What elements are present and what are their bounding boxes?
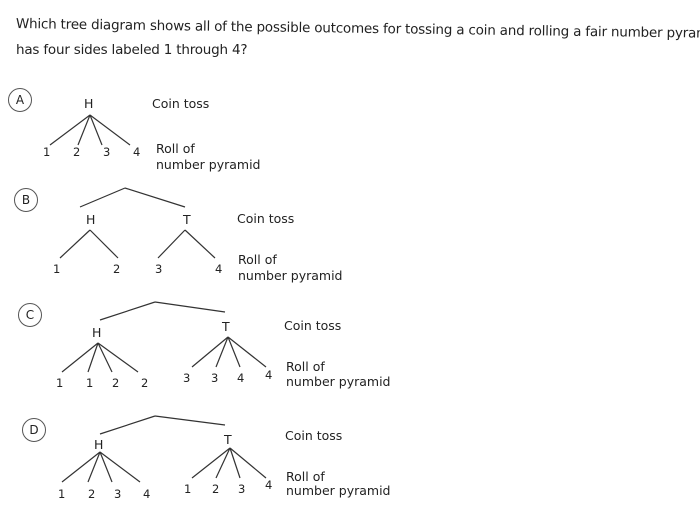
branch — [59, 229, 91, 259]
tree-a-outcome: 2 — [73, 145, 81, 159]
tree-c-lines — [61, 301, 267, 373]
tree-b-coin-label: Coin toss — [237, 211, 295, 226]
branch — [99, 301, 156, 321]
tree-d-outcome: 3 — [114, 487, 122, 501]
tree-c-outcome: 3 — [183, 371, 191, 385]
tree-b-outcome: 1 — [53, 262, 61, 276]
tree-b-heads: H — [86, 212, 96, 227]
tree-b-tails: T — [183, 212, 191, 227]
tree-d-tails: T — [224, 432, 232, 447]
tree-c-outcome: 4 — [265, 368, 273, 382]
branch — [215, 336, 229, 368]
branch — [227, 336, 241, 368]
branch — [87, 342, 99, 373]
option-b-badge[interactable]: B — [14, 188, 38, 212]
tree-d-outcome: 4 — [143, 487, 151, 501]
tree-b-lines — [59, 187, 216, 259]
branch — [191, 447, 231, 479]
branch — [154, 415, 226, 426]
tree-b-outcome: 2 — [113, 262, 121, 276]
tree-d-coin-label: Coin toss — [285, 428, 343, 443]
branch — [227, 336, 267, 368]
tree-c-outcome: 3 — [211, 371, 219, 385]
tree-b-outcome: 3 — [155, 262, 163, 276]
tree-a-roll-label: Roll of — [156, 141, 195, 156]
branch — [61, 342, 99, 373]
tree-a-heads: H — [84, 96, 94, 111]
tree-d-roll-label: number pyramid — [286, 483, 391, 498]
branch — [61, 451, 101, 483]
tree-c-roll-label: Roll of — [286, 359, 325, 374]
tree-c-outcome: 2 — [112, 376, 120, 390]
branch — [184, 229, 216, 259]
tree-c-outcome: 1 — [86, 376, 94, 390]
tree-d-roll-label: Roll of — [286, 469, 325, 484]
branch — [215, 447, 231, 479]
tree-d-outcome: 4 — [265, 478, 273, 492]
tree-a-outcome: 4 — [133, 145, 141, 159]
tree-d-lines — [61, 415, 267, 483]
option-d-badge[interactable]: D — [22, 418, 46, 442]
branch — [99, 451, 113, 483]
tree-c-outcome: 2 — [141, 376, 149, 390]
tree-d-outcome: 2 — [88, 487, 96, 501]
branch — [229, 447, 241, 479]
branch — [99, 415, 156, 435]
tree-a-outcome: 3 — [103, 145, 111, 159]
branch — [49, 114, 91, 146]
tree-b-outcome: 4 — [215, 262, 223, 276]
branch — [191, 336, 229, 368]
tree-d-outcome: 1 — [58, 487, 66, 501]
branch — [87, 451, 101, 483]
tree-b-roll-label: Roll of — [238, 252, 277, 267]
tree-d-heads: H — [94, 437, 104, 452]
tree-d-outcome: 1 — [184, 482, 192, 496]
tree-d-outcome: 2 — [212, 482, 220, 496]
tree-c-coin-label: Coin toss — [284, 318, 342, 333]
question-line-2: has four sides labeled 1 through 4? — [16, 42, 248, 58]
tree-a-outcome: 1 — [43, 145, 51, 159]
branch — [99, 451, 141, 483]
branch — [79, 187, 126, 208]
tree-c-tails: T — [222, 319, 230, 334]
tree-c-heads: H — [92, 325, 102, 340]
branch — [97, 342, 113, 373]
branch — [77, 114, 91, 146]
option-c-badge[interactable]: C — [18, 303, 42, 327]
branch — [229, 447, 267, 479]
branch — [157, 229, 186, 259]
branch — [89, 114, 131, 146]
tree-b-roll-label: number pyramid — [238, 268, 343, 283]
tree-c-outcome: 1 — [56, 376, 64, 390]
option-a-badge[interactable]: A — [8, 88, 32, 112]
tree-c-outcome: 4 — [237, 371, 245, 385]
branch — [89, 114, 103, 146]
branch — [97, 342, 139, 373]
tree-a-lines — [49, 114, 131, 146]
tree-c-roll-label: number pyramid — [286, 374, 391, 389]
branch — [89, 229, 119, 259]
tree-a-coin-label: Coin toss — [152, 96, 210, 111]
branch — [124, 187, 186, 208]
branch — [154, 301, 226, 313]
tree-d-outcome: 3 — [238, 482, 246, 496]
tree-a-roll-label: number pyramid — [156, 157, 261, 172]
